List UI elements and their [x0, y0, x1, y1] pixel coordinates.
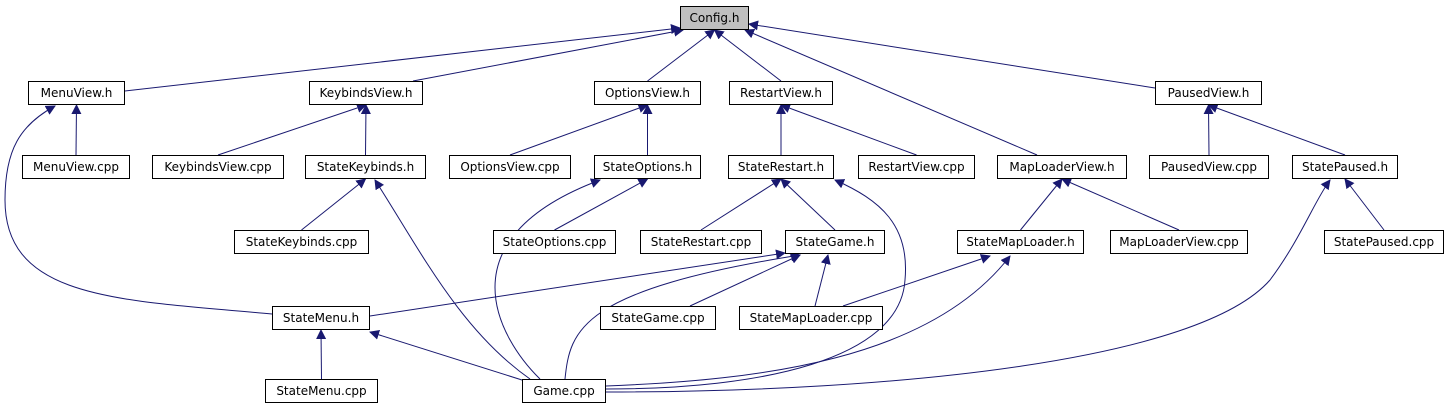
- edge-statemaploader_cpp-to-stategame_h: [814, 254, 831, 307]
- node-keybindsview-cpp[interactable]: KeybindsView.cpp: [152, 155, 284, 179]
- node-statepaused-h[interactable]: StatePaused.h: [1292, 155, 1398, 179]
- node-stateoptions-cpp[interactable]: StateOptions.cpp: [493, 230, 616, 254]
- edge-pausedview_h-to-config_h: [748, 20, 1156, 89]
- node-keybindsview-h[interactable]: KeybindsView.h: [309, 81, 423, 105]
- edge-statemenu_h-to-menuview_h: [4, 105, 273, 315]
- edge-maploaderview_h-to-config_h: [744, 28, 1038, 156]
- edge-statekeybinds_cpp-to-statekeybinds_h: [301, 178, 367, 231]
- node-restartview-h[interactable]: RestartView.h: [729, 81, 833, 105]
- edge-game_cpp-to-statemenu_h: [369, 329, 523, 381]
- edge-game_cpp-to-statekeybinds_h: [374, 179, 531, 380]
- edge-optionsview_h-to-config_h: [647, 29, 716, 82]
- edge-statepaused_cpp-to-statepaused_h: [1344, 178, 1385, 231]
- node-statemaploader-h[interactable]: StateMapLoader.h: [957, 230, 1084, 254]
- edge-layer: [4, 20, 1385, 393]
- edge-pausedview_cpp-to-pausedview_h: [1203, 104, 1214, 156]
- node-restartview-cpp[interactable]: RestartView.cpp: [858, 155, 975, 179]
- edge-game_cpp-to-statemaploader_h: [605, 255, 1011, 387]
- edge-statemenu_cpp-to-statemenu_h: [316, 329, 327, 380]
- node-statemaploader-cpp[interactable]: StateMapLoader.cpp: [739, 306, 883, 330]
- edge-maploaderview_cpp-to-maploaderview_h: [1061, 178, 1180, 231]
- node-optionsview-h[interactable]: OptionsView.h: [594, 81, 701, 105]
- node-pausedview-cpp[interactable]: PausedView.cpp: [1149, 155, 1269, 179]
- node-staterestart-h[interactable]: StateRestart.h: [728, 155, 834, 179]
- node-statemenu-h[interactable]: StateMenu.h: [272, 306, 370, 330]
- node-stateoptions-h[interactable]: StateOptions.h: [594, 155, 701, 179]
- node-pausedview-h[interactable]: PausedView.h: [1155, 81, 1262, 105]
- node-maploaderview-h[interactable]: MapLoaderView.h: [997, 155, 1127, 179]
- edge-statemaploader_h-to-maploaderview_h: [1020, 178, 1063, 231]
- edge-keybindsview_cpp-to-keybindsview_h: [217, 103, 367, 156]
- edge-restartview_h-to-config_h: [713, 29, 782, 82]
- node-stategame-cpp[interactable]: StateGame.cpp: [600, 306, 716, 330]
- node-statekeybinds-cpp[interactable]: StateKeybinds.cpp: [234, 230, 369, 254]
- node-statepaused-cpp[interactable]: StatePaused.cpp: [1324, 230, 1444, 254]
- edge-menuview_h-to-config_h: [124, 24, 681, 92]
- edge-game_cpp-to-statepaused_h: [605, 179, 1331, 393]
- node-statemenu-cpp[interactable]: StateMenu.cpp: [265, 379, 378, 403]
- edge-statekeybinds_h-to-keybindsview_h: [360, 104, 371, 156]
- node-menuview-h[interactable]: MenuView.h: [28, 81, 125, 105]
- edge-statemenu_h-to-stategame_h: [369, 249, 786, 317]
- node-stategame-h[interactable]: StateGame.h: [785, 230, 885, 254]
- edge-game_cpp-to-staterestart_h: [605, 179, 907, 390]
- node-staterestart-cpp[interactable]: StateRestart.cpp: [640, 230, 762, 254]
- edge-statemaploader_cpp-to-statemaploader_h: [842, 254, 991, 307]
- node-menuview-cpp[interactable]: MenuView.cpp: [22, 155, 130, 179]
- node-maploaderview-cpp[interactable]: MapLoaderView.cpp: [1110, 230, 1248, 254]
- edge-game_cpp-to-stateoptions_h: [494, 178, 601, 380]
- edge-keybindsview_h-to-config_h: [412, 26, 684, 82]
- edge-stateoptions_cpp-to-stateoptions_h: [554, 178, 649, 231]
- edge-staterestart_cpp-to-staterestart_h: [700, 178, 782, 231]
- edge-stategame_cpp-to-stategame_h: [689, 254, 801, 307]
- node-config-h[interactable]: Config.h: [680, 6, 749, 30]
- edge-menuview_cpp-to-menuview_h: [71, 104, 82, 156]
- edge-stategame_h-to-staterestart_h: [780, 178, 836, 231]
- node-game-cpp[interactable]: Game.cpp: [522, 379, 606, 403]
- edge-optionsview_cpp-to-optionsview_h: [509, 103, 649, 156]
- edge-statepaused_h-to-pausedview_h: [1207, 103, 1346, 156]
- node-statekeybinds-h[interactable]: StateKeybinds.h: [305, 155, 426, 179]
- node-optionsview-cpp[interactable]: OptionsView.cpp: [449, 155, 571, 179]
- edge-restartview_cpp-to-restartview_h: [780, 103, 917, 156]
